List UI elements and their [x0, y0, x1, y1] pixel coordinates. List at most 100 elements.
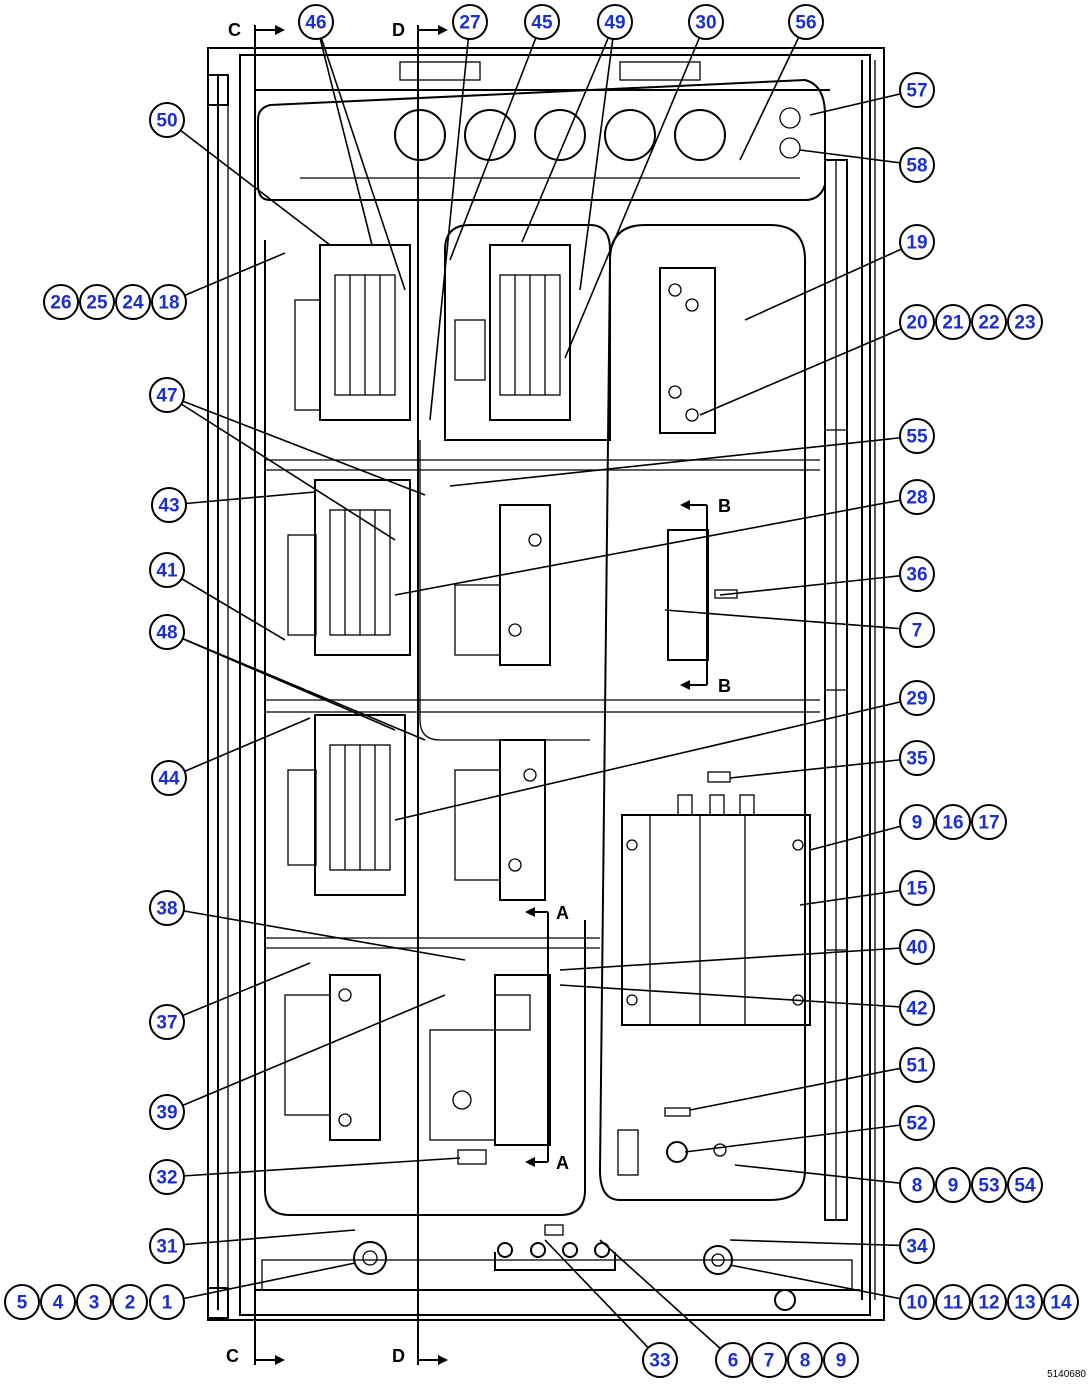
- callout-number: 31: [156, 1237, 178, 1258]
- callout-number: 9: [912, 813, 923, 834]
- callout-circle: [452, 4, 488, 40]
- contactor-upper-center: [454, 244, 571, 421]
- callout-number: 47: [156, 386, 177, 407]
- callout-circle: [899, 804, 935, 840]
- power-module: [621, 771, 811, 1026]
- callout-c18: 18: [151, 284, 187, 320]
- callout-c4: 4: [40, 1284, 76, 1320]
- section-label-b-top: B: [718, 496, 731, 516]
- callout-number: 22: [978, 313, 999, 334]
- cabinet-frame: [207, 47, 885, 1321]
- callout-c7a: 7: [899, 612, 935, 648]
- callout-c58: 58: [899, 147, 935, 183]
- callout-c28: 28: [899, 479, 935, 515]
- contactor-middle-left: [287, 479, 411, 656]
- callout-circle: [149, 377, 185, 413]
- callout-c9a: 9: [899, 804, 935, 840]
- callout-circle: [149, 1228, 185, 1264]
- callout-circle: [899, 556, 935, 592]
- callout-c45: 45: [524, 4, 560, 40]
- callout-c1: 1: [149, 1284, 185, 1320]
- callout-number: 53: [978, 1176, 999, 1197]
- callout-circle: [149, 1159, 185, 1195]
- callout-c31: 31: [149, 1228, 185, 1264]
- callout-c16: 16: [935, 804, 971, 840]
- callout-c8b: 8: [787, 1342, 823, 1378]
- leader-lines: [166, 21, 918, 1361]
- callout-number: 46: [305, 13, 326, 34]
- callout-circle: [899, 870, 935, 906]
- callout-number: 5: [17, 1293, 28, 1314]
- callout-number: 9: [836, 1351, 847, 1372]
- section-label-a-bottom: A: [556, 1153, 569, 1173]
- callout-c37: 37: [149, 1004, 185, 1040]
- callout-number: 8: [800, 1351, 811, 1372]
- section-label-b-bottom: B: [718, 676, 731, 696]
- callout-number: 37: [156, 1013, 177, 1034]
- callout-circle: [1007, 304, 1043, 340]
- relay-bottom-left: [284, 974, 381, 1141]
- contactor-upper-left: [294, 244, 411, 421]
- callout-c20: 20: [899, 304, 935, 340]
- callout-c29: 29: [899, 680, 935, 716]
- callout-number: 39: [156, 1103, 177, 1124]
- callout-number: 29: [906, 689, 927, 710]
- callout-number: 4: [53, 1293, 64, 1314]
- callout-c32: 32: [149, 1159, 185, 1195]
- callout-number: 55: [906, 427, 928, 448]
- callout-c2: 2: [112, 1284, 148, 1320]
- callout-c12: 12: [971, 1284, 1007, 1320]
- callout-circle: [115, 284, 151, 320]
- callout-number: 57: [906, 81, 927, 102]
- callout-number: 15: [906, 879, 928, 900]
- callout-number: 24: [122, 293, 144, 314]
- callout-circle: [149, 1284, 185, 1320]
- callout-circle: [971, 804, 1007, 840]
- section-labels: C D C D B B A A: [226, 20, 731, 1366]
- callout-c49: 49: [597, 4, 633, 40]
- callout-c41: 41: [149, 552, 185, 588]
- callout-number: 36: [906, 565, 927, 586]
- callout-circle: [899, 740, 935, 776]
- section-label-d-top: D: [392, 20, 405, 40]
- callout-number: 7: [912, 621, 923, 642]
- callout-c40: 40: [899, 929, 935, 965]
- callout-circle: [43, 284, 79, 320]
- callout-number: 27: [459, 13, 480, 34]
- callout-circle: [899, 1105, 935, 1141]
- callout-circle: [899, 147, 935, 183]
- callout-c8a: 8: [899, 1167, 935, 1203]
- callout-circle: [899, 418, 935, 454]
- callout-c6: 6: [715, 1342, 751, 1378]
- callout-circle: [149, 102, 185, 138]
- callout-number: 28: [906, 488, 927, 509]
- callout-c11: 11: [935, 1284, 971, 1320]
- callout-number: 51: [906, 1056, 928, 1077]
- callout-c17: 17: [971, 804, 1007, 840]
- section-label-d-bottom: D: [392, 1346, 405, 1366]
- callout-number: 48: [156, 623, 177, 644]
- callout-number: 32: [156, 1168, 177, 1189]
- callout-circle: [899, 479, 935, 515]
- callout-number: 16: [942, 813, 963, 834]
- callout-circle: [899, 680, 935, 716]
- callout-c9b: 9: [935, 1167, 971, 1203]
- callout-c30: 30: [688, 4, 724, 40]
- callout-circle: [4, 1284, 40, 1320]
- callout-c25: 25: [79, 284, 115, 320]
- callout-circle: [149, 552, 185, 588]
- callout-circle: [899, 612, 935, 648]
- callout-circle: [899, 1284, 935, 1320]
- callout-number: 50: [156, 111, 177, 132]
- callout-circle: [642, 1342, 678, 1378]
- callout-circle: [788, 4, 824, 40]
- callout-circle: [149, 1004, 185, 1040]
- callout-circle: [823, 1342, 859, 1378]
- contactor-lower-left: [287, 714, 406, 896]
- callout-circle: [149, 614, 185, 650]
- callout-number: 18: [158, 293, 179, 314]
- top-cable-tray: [257, 61, 826, 201]
- callout-number: 45: [531, 13, 553, 34]
- transformer-middle: [454, 504, 551, 666]
- callout-c33: 33: [642, 1342, 678, 1378]
